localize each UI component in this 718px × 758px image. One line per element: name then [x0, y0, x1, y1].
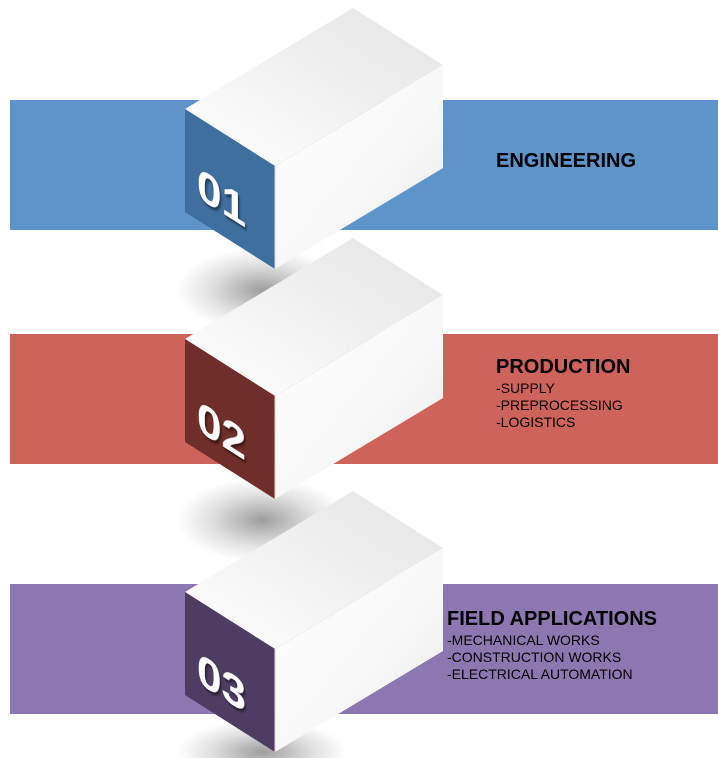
step-2-label: PRODUCTION -SUPPLY -PREPROCESSING -LOGIS…	[496, 356, 630, 431]
cube-3	[185, 491, 443, 752]
cube-3-front	[185, 592, 275, 752]
cube-3-right	[275, 548, 443, 752]
cube-3-top	[185, 491, 443, 649]
step-1-label: ENGINEERING	[496, 150, 636, 172]
step-3-item: -ELECTRICAL AUTOMATION	[447, 666, 633, 682]
cube-1-front	[185, 109, 275, 269]
step-2-item: -PREPROCESSING	[496, 397, 623, 413]
cube-2	[185, 238, 443, 499]
step-2-title: PRODUCTION	[496, 356, 631, 378]
cube-1-top	[185, 8, 443, 166]
step-3-item: -MECHANICAL WORKS	[447, 632, 600, 648]
cube-1-right	[275, 65, 443, 269]
step-2-item: -SUPPLY	[496, 380, 555, 396]
cube-2-top	[185, 238, 443, 396]
step-3-label: FIELD APPLICATIONS -MECHANICAL WORKS -CO…	[447, 608, 657, 683]
step-2-items: -SUPPLY -PREPROCESSING -LOGISTICS	[496, 380, 630, 431]
cube-2-front	[185, 339, 275, 499]
step-3-items: -MECHANICAL WORKS -CONSTRUCTION WORKS -E…	[447, 632, 657, 683]
step-1-title: ENGINEERING	[496, 150, 637, 172]
step-2-item: -LOGISTICS	[496, 414, 576, 430]
step-3-title: FIELD APPLICATIONS	[447, 608, 657, 630]
cube-2-right	[275, 295, 443, 499]
cube-1	[185, 8, 443, 269]
step-3-item: -CONSTRUCTION WORKS	[447, 649, 622, 665]
